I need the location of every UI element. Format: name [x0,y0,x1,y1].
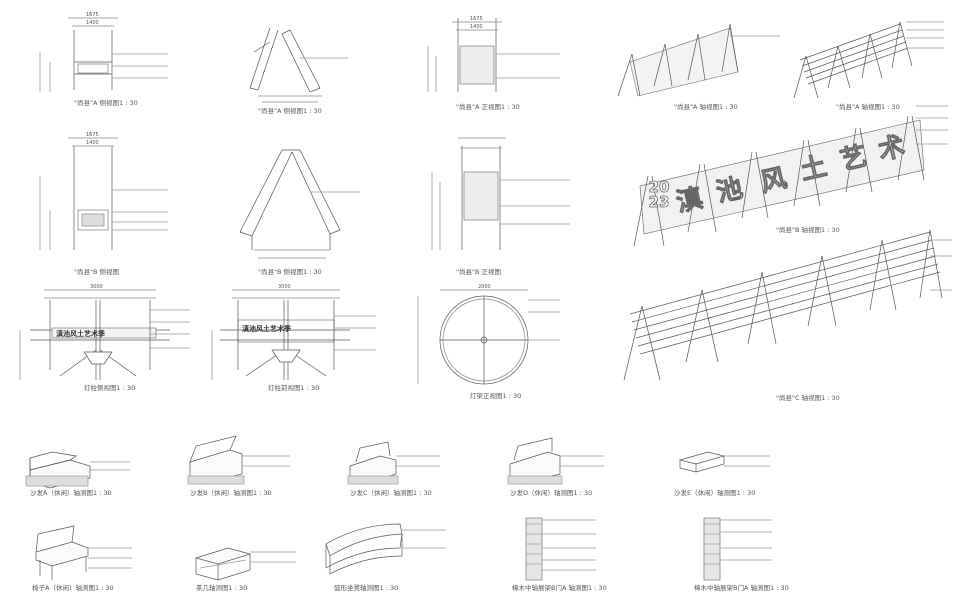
caption-lamp-elevation: 灯柱前视图1 : 30 [268,384,320,392]
banner-year-digit-2: 0 [659,178,670,196]
lamp-strip-text: 滇池风土艺术季 [56,330,105,338]
dim-ring-width: 2000 [478,284,491,290]
caption-table: 茶几轴测图1 : 30 [196,584,248,592]
dim-front-inner: 1400 [470,24,483,30]
dim-a-inner: 1400 [86,20,99,26]
lamp-elev-strip-text: 滇池风土艺术季 [242,325,291,333]
banner-year-digit-1: 2 [648,178,659,196]
caption-ring-front: 灯架正视图1 : 30 [470,392,522,400]
dim-front-width: 1675 [470,16,483,22]
caption-wall-a: 樟木中轴展架B门A 轴测图1 : 30 [512,584,607,592]
view-a-side [249,27,348,103]
view-wall-b [703,517,772,581]
caption-chair-a: 椅子A（休闲）轴测图1 : 30 [32,584,114,592]
caption-sofa-b: 沙发B（休闲）轴测图1 : 30 [190,489,272,497]
caption-sofa-d: 沙发D（休闲）轴测图1 : 30 [510,489,593,497]
dim-b-inner: 1400 [86,140,99,146]
view-table [194,547,296,581]
view-lamp-elevation [211,289,376,380]
view-b-elevation [39,137,168,250]
view-b-axo-banner [633,105,948,247]
caption-b-axo: "尚县"B 轴视图1 : 30 [776,226,840,234]
caption-sofa-a: 沙发A（休闲）轴测图1 : 30 [30,489,112,497]
caption-b-elevation: "尚县"B 侧视图 [74,268,120,276]
caption-a-axo: "尚县"A 轴视图1 : 30 [674,103,738,111]
view-sofa-c [347,441,440,485]
view-sofa-d [507,437,604,485]
dim-lamp-elev-width: 3000 [278,284,291,290]
view-sofa-b [187,435,290,485]
caption-bench: 弧形坐凳轴测图1 : 30 [334,584,399,592]
banner-year-digit-4: 3 [659,193,670,211]
caption-c-axo: "尚县"C 轴视图1 : 30 [776,394,840,402]
view-a-axo [617,23,780,97]
caption-sofa-c: 沙发C（休闲）轴测图1 : 30 [350,489,432,497]
view-bench [325,523,446,575]
caption-b-front: "尚县"B 正视图 [456,268,502,276]
caption-b-side: "尚县"B 侧视图1 : 30 [258,268,322,276]
view-b-side [239,149,360,259]
dim-a-width: 1675 [86,12,99,18]
view-sofa-a [25,451,130,489]
caption-a-front: "尚县"A 正视图1 : 30 [456,103,520,111]
caption-a-side: "尚县"A 侧视图1 : 30 [258,107,322,115]
view-a-axo-bars [793,21,944,99]
dim-lamp-width: 3000 [90,284,103,290]
view-a-front [427,18,560,92]
caption-lamp-side: 灯柱侧视图1 : 30 [84,384,136,392]
caption-wall-b: 樟木中轴展架B门A 轴测图1 : 30 [694,584,789,592]
view-wall-a [525,517,596,581]
view-lamp-side [19,289,190,380]
caption-a-axo-bars: "尚县"A 轴视图1 : 30 [836,103,900,111]
caption-a-elevation: "尚县"A 侧视图1 : 30 [74,99,138,107]
dim-b-width: 1675 [86,132,99,138]
view-chair-a [35,525,132,580]
view-c-axo [623,229,952,381]
caption-sofa-e: 沙发E（休闲）轴测图1 : 30 [674,489,756,497]
banner-year-digit-3: 2 [648,193,659,211]
view-a-elevation [39,17,168,92]
view-sofa-e [678,451,770,473]
view-ring-front [417,289,560,385]
banner-year: 20 23 [646,178,672,211]
view-b-front [431,137,570,250]
